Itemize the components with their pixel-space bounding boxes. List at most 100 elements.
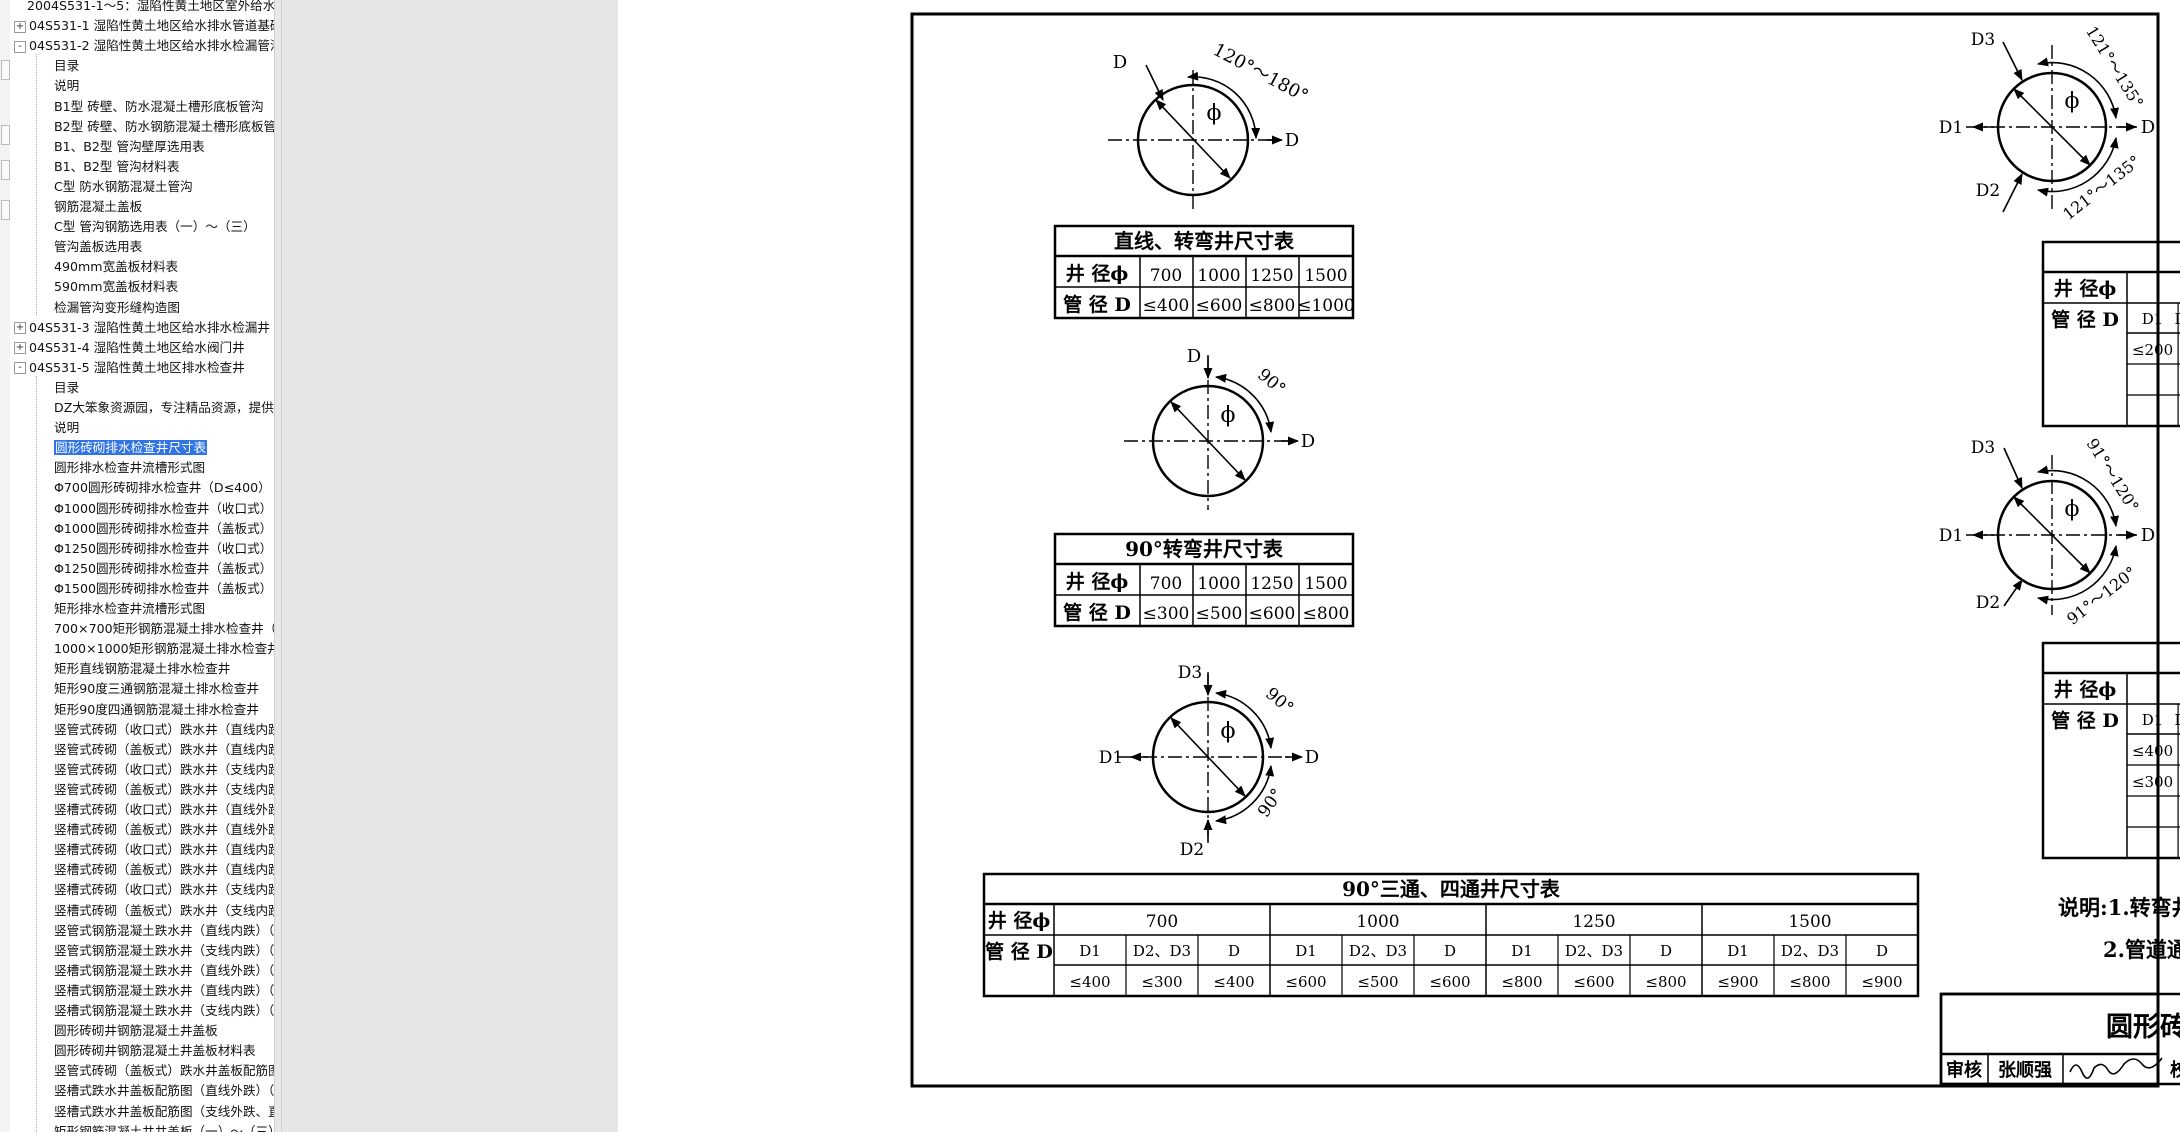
toolbar-button[interactable]: [1, 160, 10, 180]
tree-item[interactable]: 竖槽式跌水井盖板配筋图（直线外跌）（: [54, 1081, 274, 1101]
tree-item[interactable]: 管沟盖板选用表: [54, 237, 142, 257]
tree-item[interactable]: -04S531-2 湿陷性黄土地区给水排水检漏管沟: [14, 36, 274, 56]
tree-item[interactable]: C型 防水钢筋混凝土管沟: [54, 177, 193, 197]
tree-item[interactable]: 2004S531-1～5：湿陷性黄土地区室外给水排: [14, 0, 274, 16]
pipe-label-d2: D2: [1976, 181, 2000, 201]
tree-item-label: Φ1000圆形砖砌排水检查井（盖板式）（: [54, 520, 274, 536]
tree-item[interactable]: Φ1500圆形砖砌排水检查井（盖板式）（: [54, 579, 274, 599]
tree-item[interactable]: 竖管式钢筋混凝土跌水井（直线内跌）（: [54, 921, 274, 941]
tree-item[interactable]: Φ1000圆形砖砌排水检查井（收口式）（: [54, 499, 274, 519]
value-cell: ≤800: [1249, 296, 1296, 316]
expand-icon[interactable]: +: [14, 322, 26, 335]
tree-item[interactable]: 矩形直线钢筋混凝土排水检查井: [54, 659, 230, 679]
collapse-icon[interactable]: -: [14, 362, 26, 375]
tree-item[interactable]: -04S531-5 湿陷性黄土地区排水检查井: [14, 358, 245, 378]
tree-item[interactable]: 说明: [54, 76, 79, 96]
tree-item-label: 竖槽式钢筋混凝土跌水井（直线内跌）（: [54, 982, 274, 998]
tree-item[interactable]: 圆形砖砌井钢筋混凝土井盖板材料表: [54, 1041, 256, 1061]
row-label-pipe: 管 径 D: [2051, 308, 2119, 331]
tree-item-label: 竖管式砖砌（收口式）跌水井（直线内跌: [54, 721, 274, 737]
tree-item[interactable]: 竖槽式砖砌（盖板式）跌水井（直线内跌: [54, 860, 274, 880]
tree-item-label: 竖槽式钢筋混凝土跌水井（直线外跌）（: [54, 962, 274, 978]
tree-item-label: 竖槽式砖砌（收口式）跌水井（直线外跌: [54, 802, 274, 817]
tree-item[interactable]: 竖管式砖砌（收口式）跌水井（直线内跌: [54, 720, 274, 740]
tree-item-label: Φ1000圆形砖砌排水检查井（收口式）（: [54, 500, 274, 516]
tree-item-label: 检漏管沟变形缝构造图: [54, 299, 180, 315]
tree-item[interactable]: 竖槽式钢筋混凝土跌水井（直线外跌）（: [54, 961, 274, 981]
tree-item[interactable]: 竖槽式砖砌（盖板式）跌水井（支线内跌: [54, 901, 274, 921]
bookmark-tree: 2004S531-1～5：湿陷性黄土地区室外给水排+04S531-1 湿陷性黄土…: [10, 0, 274, 1132]
tree-item[interactable]: 圆形排水检查井流槽形式图: [54, 458, 205, 478]
note-line-1: 说明:1.转弯井流槽中心线的弯曲半径R不宜小于大管管径D。: [2058, 895, 2180, 920]
value-cell: ≤900: [1717, 973, 1758, 991]
tree-item[interactable]: +04S531-4 湿陷性黄土地区给水阀门井: [14, 338, 245, 358]
note-line-2: 2.管道通入检查井以管外壁与井内壁接触为准。: [2103, 937, 2180, 962]
tree-item-label: 竖槽式砖砌（盖板式）跌水井（支线内跌: [54, 902, 274, 918]
tree-item[interactable]: 竖管式砖砌（盖板式）跌水井盖板配筋图: [54, 1061, 274, 1081]
tree-item[interactable]: B1型 砖壁、防水混凝土槽形底板管沟: [54, 97, 264, 117]
size-cell: 1000: [1197, 266, 1240, 286]
tree-item[interactable]: 竖槽式跌水井盖板配筋图（支线外跌、直: [54, 1102, 274, 1122]
value-cell: ≤300: [1143, 604, 1190, 624]
tree-item[interactable]: 竖槽式砖砌（收口式）跌水井（直线外跌: [54, 800, 274, 820]
tree-item-label: Φ1500圆形砖砌排水检查井（盖板式）（: [54, 580, 274, 596]
tree-item[interactable]: 圆形砖砌井钢筋混凝土井盖板: [54, 1021, 218, 1041]
tree-item[interactable]: 竖槽式砖砌（盖板式）跌水井（直线外跌: [54, 820, 274, 840]
toolbar-button[interactable]: [1, 200, 10, 220]
expand-icon[interactable]: +: [14, 342, 26, 355]
diameter-symbol: ϕ: [2065, 89, 2080, 114]
tree-item[interactable]: B2型 砖壁、防水钢筋混凝土槽形底板管沟: [54, 117, 274, 137]
tree-item[interactable]: 竖槽式砖砌（收口式）跌水井（支线内跌: [54, 880, 274, 900]
sub-header: D1: [2142, 711, 2164, 729]
tree-item[interactable]: 钢筋混凝土盖板: [54, 197, 142, 217]
toolbar-button[interactable]: [1, 125, 10, 145]
tree-item[interactable]: B1、B2型 管沟壁厚选用表: [54, 137, 205, 157]
pipe-label-d1: D1: [1099, 748, 1123, 768]
panel-splitter[interactable]: [274, 0, 282, 1132]
tree-item[interactable]: 竖槽式砖砌（收口式）跌水井（直线内跌: [54, 840, 274, 860]
tree-item[interactable]: 竖槽式钢筋混凝土跌水井（直线内跌）（: [54, 981, 274, 1001]
tree-item[interactable]: 490mm宽盖板材料表: [54, 257, 178, 277]
tree-item-label: B1、B2型 管沟材料表: [54, 158, 180, 174]
sub-header: D1: [1079, 942, 1101, 960]
toolbar-button[interactable]: [1, 60, 10, 80]
collapse-icon[interactable]: -: [14, 40, 26, 53]
tree-item-label: 700×700矩形钢筋混凝土排水检查井（D: [54, 621, 274, 637]
pipe-label-d: D: [2141, 525, 2155, 546]
tree-item[interactable]: 竖管式砖砌（收口式）跌水井（支线内跌: [54, 760, 274, 780]
tree-item-label: Φ700圆形砖砌排水检查井（D≤400）: [54, 480, 271, 496]
tree-item[interactable]: C型 管沟钢筋选用表（一）～（三）: [54, 217, 256, 237]
tree-item[interactable]: +04S531-3 湿陷性黄土地区给水排水检漏井: [14, 318, 270, 338]
tree-item[interactable]: 竖槽式钢筋混凝土跌水井（支线内跌）（: [54, 1001, 274, 1021]
tree-item-label: 圆形排水检查井流槽形式图: [54, 460, 206, 476]
tree-item[interactable]: 700×700矩形钢筋混凝土排水检查井（D: [54, 619, 274, 639]
tree-item-label: 矩形90度四通钢筋混凝土排水检查井: [54, 701, 259, 717]
tree-item[interactable]: +04S531-1 湿陷性黄土地区给水排水管道基础: [14, 16, 274, 36]
tree-item[interactable]: 竖管式钢筋混凝土跌水井（支线内跌）（: [54, 941, 274, 961]
tree-item-selected[interactable]: 圆形砖砌排水检查井尺寸表: [54, 438, 208, 458]
tree-item[interactable]: 矩形90度四通钢筋混凝土排水检查井: [54, 700, 259, 720]
tree-item[interactable]: 竖管式砖砌（盖板式）跌水井（直线内跌: [54, 740, 274, 760]
tree-item[interactable]: 目录: [54, 56, 79, 76]
expand-icon[interactable]: +: [14, 20, 26, 33]
tree-item[interactable]: 590mm宽盖板材料表: [54, 277, 178, 297]
diameter-symbol: ϕ: [1221, 719, 1236, 744]
tree-item[interactable]: Φ700圆形砖砌排水检查井（D≤400）: [54, 478, 271, 498]
row-label-diameter: 井 径ϕ: [2054, 679, 2117, 701]
tree-item[interactable]: 矩形钢筋混凝土井井盖板（一）～（三）: [54, 1122, 274, 1132]
tree-item[interactable]: 矩形90度三通钢筋混凝土排水检查井: [54, 679, 259, 699]
tree-item[interactable]: Φ1250圆形砖砌排水检查井（收口式）（: [54, 539, 274, 559]
tree-item[interactable]: 1000×1000矩形钢筋混凝土排水检查井: [54, 639, 274, 659]
tree-item[interactable]: 检漏管沟变形缝构造图: [54, 298, 180, 318]
tree-item[interactable]: 目录: [54, 378, 79, 398]
tree-item[interactable]: Φ1000圆形砖砌排水检查井（盖板式）（: [54, 519, 274, 539]
reviewer-signature: [2069, 1057, 2163, 1079]
tree-item[interactable]: Φ1250圆形砖砌排水检查井（盖板式）（: [54, 559, 274, 579]
tree-item-label: 圆形砖砌井钢筋混凝土井盖板: [54, 1023, 218, 1039]
tree-item[interactable]: B1、B2型 管沟材料表: [54, 157, 179, 177]
tree-item[interactable]: 竖管式砖砌（盖板式）跌水井（支线内跌: [54, 780, 274, 800]
tree-item[interactable]: 矩形排水检查井流槽形式图: [54, 599, 205, 619]
tree-item[interactable]: 说明: [54, 418, 79, 438]
tree-item[interactable]: DZ大笨象资源园，专注精品资源，提供免: [54, 398, 274, 418]
tree-item-label: 竖槽式砖砌（盖板式）跌水井（直线外跌: [54, 822, 274, 838]
